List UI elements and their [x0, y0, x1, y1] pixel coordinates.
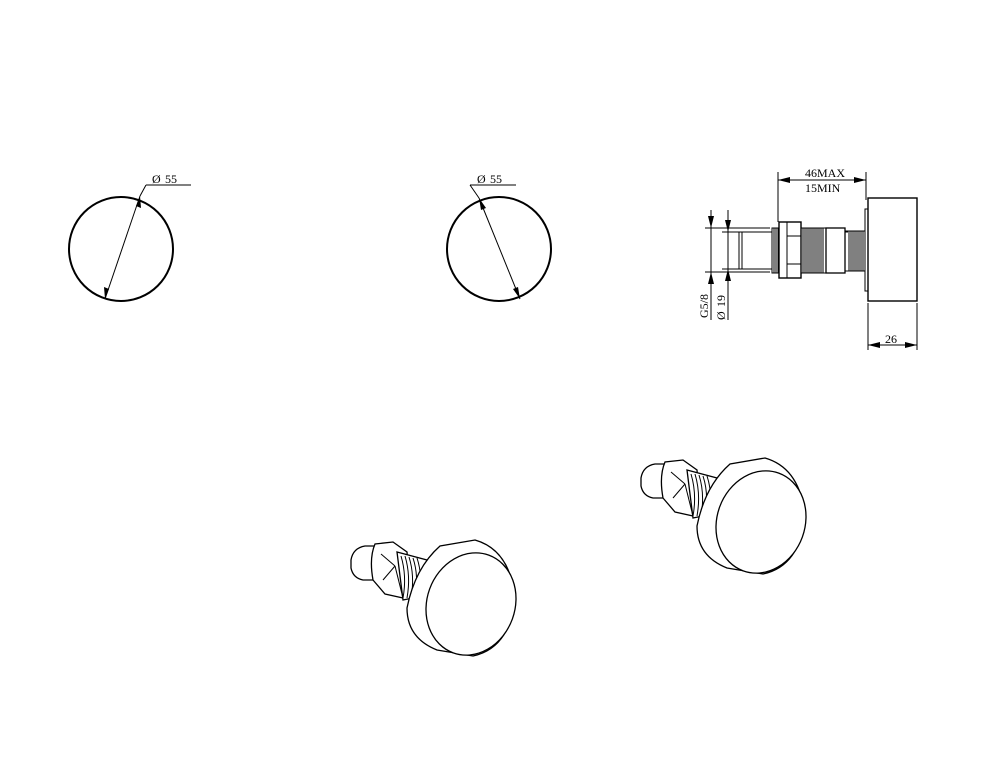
- cap-depth-dimension: 26: [867, 303, 918, 350]
- cap-depth-label: 26: [885, 332, 897, 346]
- cap-face: [425, 552, 517, 656]
- side-view: 46MAX 15MIN G5/8 Ø 19 26: [697, 166, 918, 350]
- arrow-icon: [104, 287, 109, 299]
- diameter-value: 55: [165, 172, 177, 186]
- cap-face: [715, 470, 807, 574]
- cap-outline-circle: [68, 196, 174, 302]
- hex-nut: [778, 221, 802, 279]
- thread-left: [771, 227, 780, 274]
- thread-size-label: G5/8: [697, 294, 711, 318]
- diameter-dimension-line: [104, 195, 141, 300]
- iso-view-1: [350, 539, 517, 657]
- diameter-value: 55: [490, 172, 502, 186]
- diameter-dimension-line: [478, 197, 521, 300]
- front-view-1: Ø 55: [68, 172, 191, 302]
- diameter-symbol: Ø: [477, 172, 486, 186]
- diameter-symbol: Ø: [152, 172, 161, 186]
- arrow-icon: [479, 198, 486, 210]
- thread-middle: [800, 227, 827, 274]
- thread-dimension: G5/8 Ø 19: [697, 210, 770, 320]
- pipe-stub: [738, 231, 773, 270]
- pipe-diameter-symbol: Ø: [714, 311, 728, 320]
- collar: [825, 227, 846, 274]
- length-dimension: 46MAX 15MIN: [777, 166, 867, 222]
- cap-body: [867, 197, 918, 302]
- leader-line: [139, 184, 147, 197]
- thread-right: [844, 230, 866, 272]
- length-max-label: 46MAX: [805, 166, 845, 180]
- length-min-label: 15MIN: [805, 181, 841, 195]
- iso-view-2: [640, 457, 807, 575]
- leader-line: [469, 184, 480, 199]
- pipe-diameter-label: 19: [714, 295, 728, 307]
- arrow-icon: [136, 196, 141, 208]
- arrow-icon: [513, 287, 520, 299]
- front-view-2: Ø 55: [446, 172, 552, 302]
- cap-outline-circle: [446, 196, 552, 302]
